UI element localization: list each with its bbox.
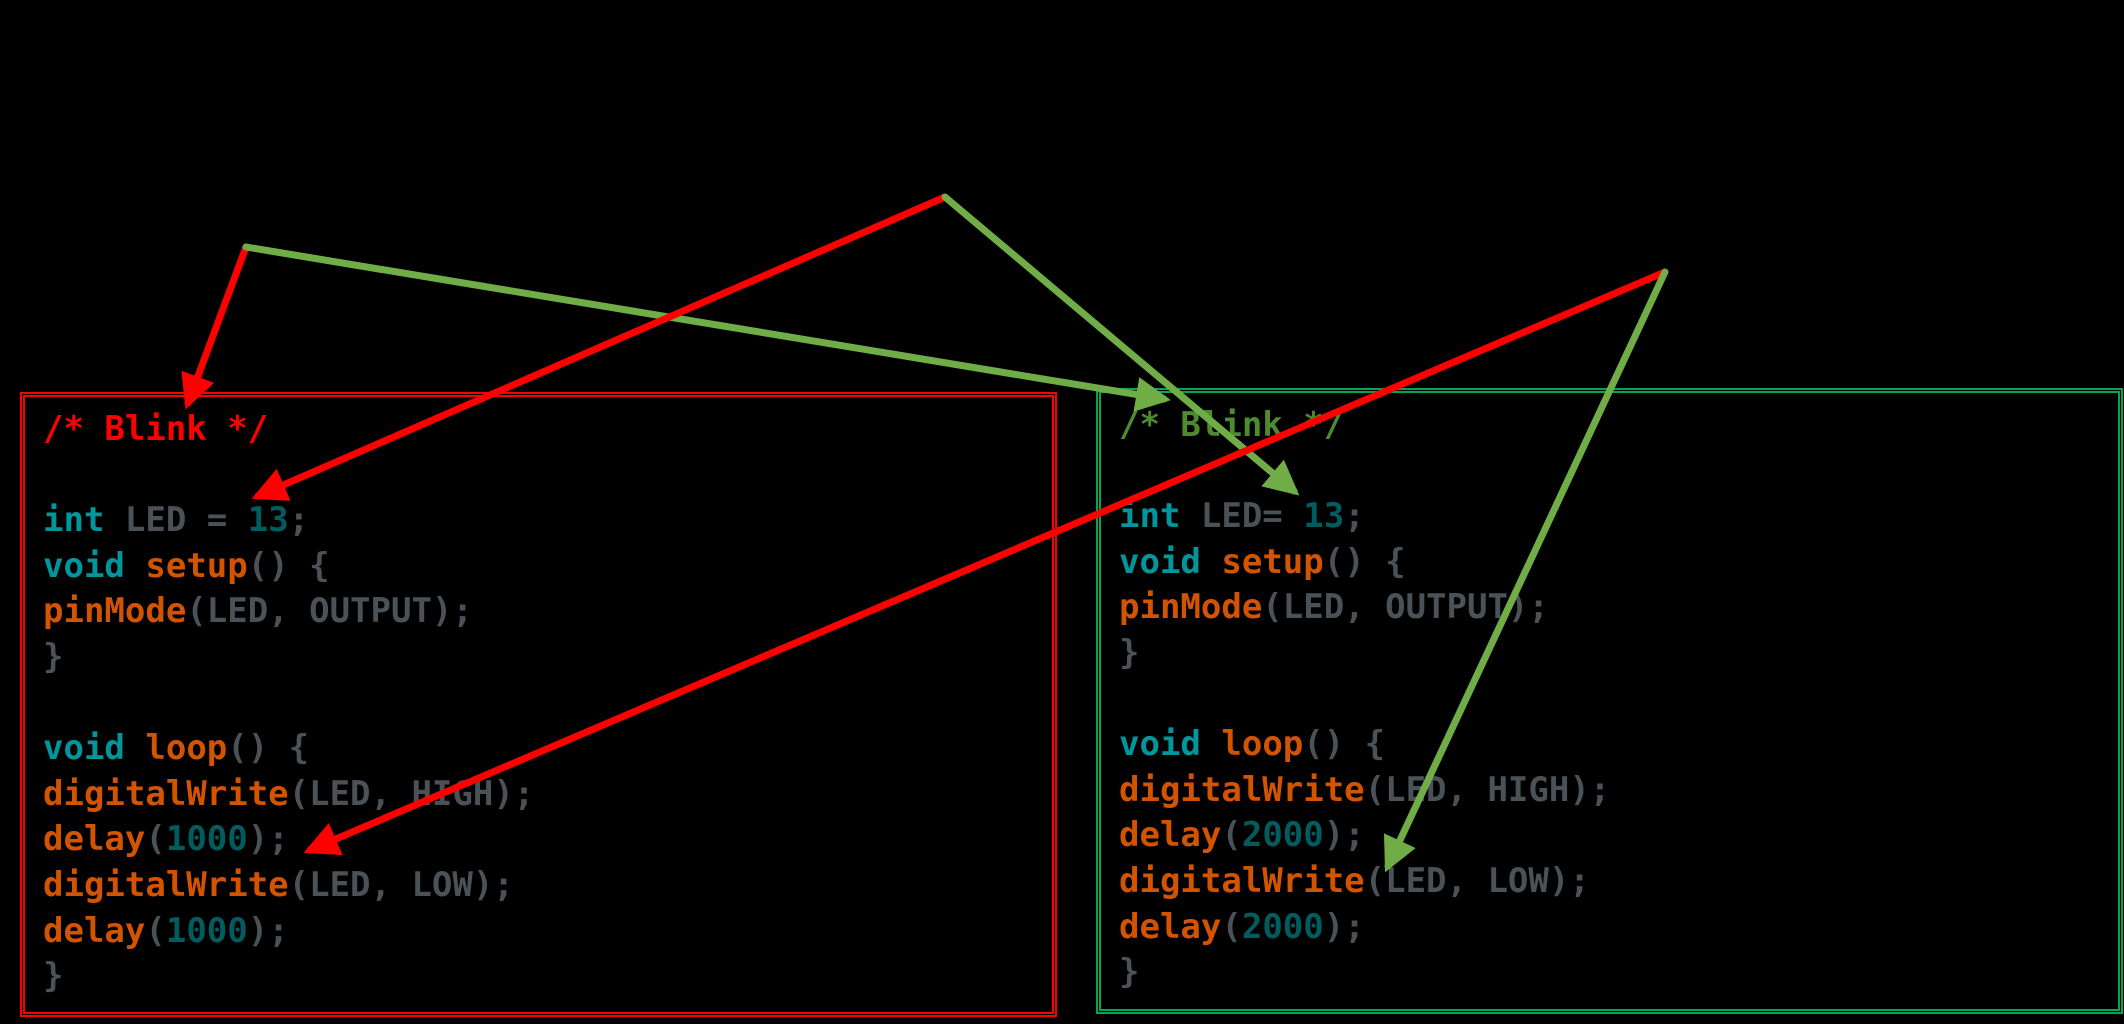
modified-code-panel: /* Blink */ int LED= 13;void setup() {pi… (1096, 388, 2123, 1014)
original-code-panel: /* Blink */ int LED = 13;void setup() {p… (20, 392, 1057, 1017)
code-token-number: 2000 (1241, 815, 1324, 856)
code-token-plain: LED = (104, 500, 248, 541)
code-token-plain: () { (247, 545, 330, 586)
code-line: void loop() { (1119, 722, 1610, 768)
code-line (43, 681, 534, 727)
code-line: } (43, 954, 534, 1000)
code-token-plain: } (43, 636, 64, 677)
code-token-plain: () { (227, 728, 310, 769)
code-token-plain: (LED, LOW); (288, 864, 514, 905)
code-token-plain: ( (1221, 906, 1242, 947)
code-line: digitalWrite(LED, LOW); (43, 863, 534, 909)
code-line: /* Blink */ (1119, 403, 1610, 449)
code-token-type: int (43, 500, 105, 541)
code-line: /* Blink */ (43, 407, 534, 453)
code-token-func: digitalWrite (1119, 769, 1365, 810)
code-line: } (1119, 950, 1610, 996)
code-token-func: delay (1119, 815, 1222, 856)
code-token-func: digitalWrite (43, 773, 289, 814)
code-line: pinMode(LED, OUTPUT); (1119, 585, 1610, 631)
code-line: } (43, 635, 534, 681)
code-token-func: delay (1119, 906, 1222, 947)
code-token-func: digitalWrite (43, 864, 289, 905)
code-token-comment-red: /* Blink */ (43, 409, 269, 449)
code-token-plain (125, 546, 145, 586)
code-token-number: 1000 (165, 819, 248, 860)
code-line: delay(2000); (1119, 905, 1610, 951)
code-line (43, 453, 534, 499)
code-line: delay(1000); (43, 817, 534, 863)
modified-code-block: /* Blink */ int LED= 13;void setup() {pi… (1119, 403, 1610, 996)
code-token-func: setup (1221, 541, 1324, 582)
code-token-func: delay (43, 819, 146, 860)
code-token-type: int (1119, 496, 1181, 537)
code-line: delay(2000); (1119, 813, 1610, 859)
code-line (1119, 677, 1610, 723)
code-token-plain: () { (1323, 541, 1406, 582)
red-arrow-comment-left-icon (181, 243, 250, 410)
code-token-plain: ; (1344, 496, 1365, 537)
code-line: int LED = 13; (43, 498, 534, 544)
code-token-plain: (LED, OUTPUT); (186, 591, 473, 632)
code-token-plain (1201, 542, 1221, 582)
code-line: void setup() { (43, 544, 534, 590)
code-token-func: digitalWrite (1119, 860, 1365, 901)
code-token-plain: ( (145, 819, 166, 860)
code-token-plain: ( (145, 910, 166, 951)
code-token-func: loop (1221, 724, 1304, 765)
code-token-plain: LED= (1180, 496, 1304, 537)
code-token-func: setup (145, 545, 248, 586)
code-token-plain: ); (247, 819, 289, 860)
code-line: } (1119, 631, 1610, 677)
code-line: digitalWrite(LED, LOW); (1119, 859, 1610, 905)
code-token-plain: (LED, HIGH); (288, 773, 535, 814)
code-token-type: void (43, 728, 125, 769)
code-token-plain: () { (1303, 724, 1386, 765)
code-line: void setup() { (1119, 540, 1610, 586)
code-token-plain: (LED, HIGH); (1364, 769, 1611, 810)
code-token-func: pinMode (1119, 587, 1263, 628)
code-token-plain: ); (1323, 906, 1365, 947)
green-arrow-comment-right-icon (242, 243, 1171, 412)
code-token-plain: ); (1323, 815, 1365, 856)
code-token-number: 2000 (1241, 906, 1324, 947)
code-token-number: 1000 (165, 910, 248, 951)
code-token-func: pinMode (43, 591, 187, 632)
code-token-func: loop (145, 728, 228, 769)
code-token-plain: ( (1221, 815, 1242, 856)
code-token-plain: } (43, 956, 64, 997)
code-line: digitalWrite(LED, HIGH); (43, 772, 534, 818)
code-line: delay(1000); (43, 909, 534, 955)
code-line: int LED= 13; (1119, 494, 1610, 540)
code-line: pinMode(LED, OUTPUT); (43, 589, 534, 635)
code-token-type: void (1119, 541, 1201, 582)
code-token-plain: (LED, OUTPUT); (1262, 587, 1549, 628)
code-line (1119, 449, 1610, 495)
code-token-number: 13 (1303, 496, 1345, 537)
code-token-plain: ; (288, 500, 310, 541)
code-token-plain: } (1119, 632, 1140, 673)
code-line: digitalWrite(LED, HIGH); (1119, 768, 1610, 814)
code-line: void loop() { (43, 726, 534, 772)
code-token-type: void (1119, 724, 1201, 765)
code-token-type: void (43, 545, 125, 586)
code-token-comment-green: /* Blink */ (1119, 405, 1345, 445)
code-token-plain (125, 728, 145, 768)
code-token-plain: ); (247, 910, 289, 951)
code-token-plain: (LED, LOW); (1364, 860, 1590, 901)
code-token-func: delay (43, 910, 146, 951)
original-code-block: /* Blink */ int LED = 13;void setup() {p… (43, 407, 534, 1000)
code-token-plain: } (1119, 952, 1140, 993)
code-token-plain (1201, 724, 1221, 764)
code-token-number: 13 (247, 500, 289, 541)
